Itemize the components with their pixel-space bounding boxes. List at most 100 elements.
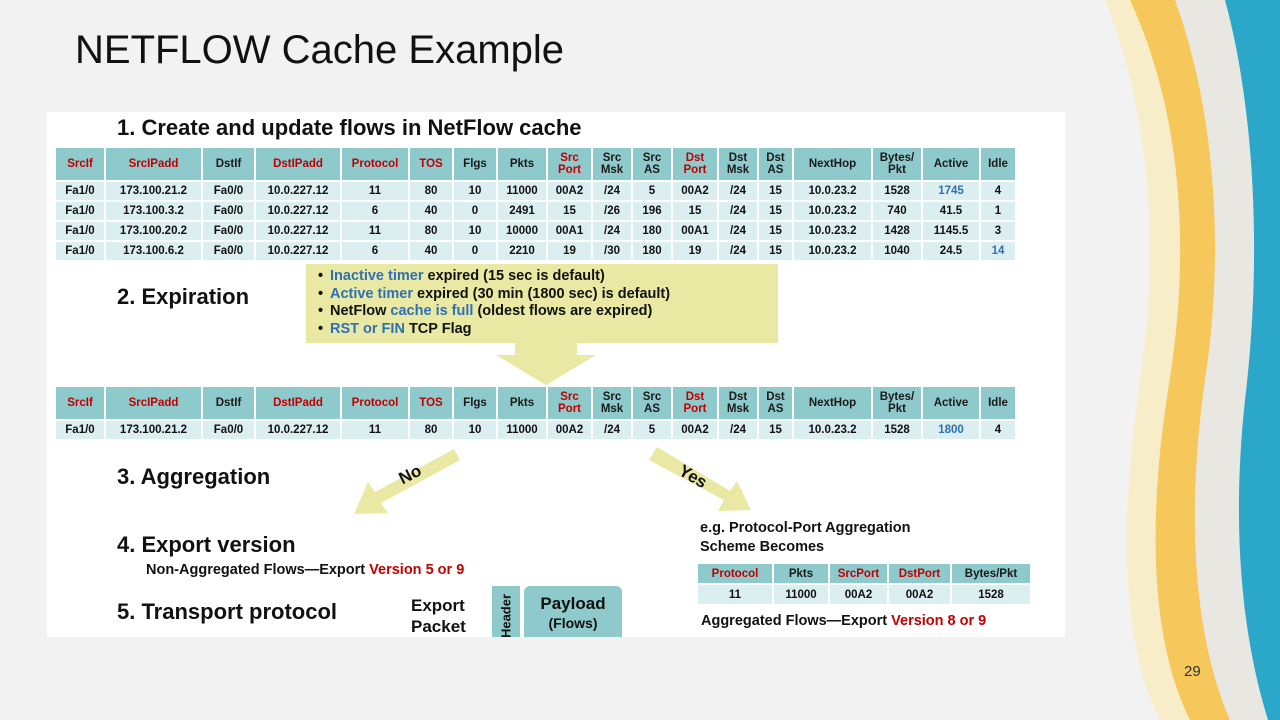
table-cell: 5	[633, 421, 671, 439]
table-cell: 80	[410, 222, 452, 240]
table-cell: 15	[673, 202, 717, 220]
col-header-nexthop: NextHop	[794, 148, 871, 180]
table-cell: 10.0.227.12	[256, 202, 340, 220]
table-cell: 173.100.20.2	[106, 222, 201, 240]
table-cell: 180	[633, 242, 671, 260]
col-header-dstif: DstIf	[203, 387, 254, 419]
table-cell: 1745	[923, 182, 979, 200]
expiration-callout: Inactive timer expired (15 sec is defaul…	[306, 264, 778, 343]
col-header-flgs: Flgs	[454, 148, 496, 180]
col-header-pkts: Pkts	[498, 148, 546, 180]
table-cell: 11	[342, 421, 408, 439]
col-header-active: Active	[923, 387, 979, 419]
table-cell: 15	[759, 182, 792, 200]
aggregation-table: Protocol Pkts SrcPort DstPort Bytes/Pkt …	[696, 562, 1032, 606]
table-cell: 15	[759, 421, 792, 439]
table-cell: 173.100.21.2	[106, 182, 201, 200]
payload-sublabel: (Flows)	[548, 615, 598, 631]
table-cell: 15	[548, 202, 591, 220]
agg-col-dstport: DstPort	[889, 564, 950, 583]
slide-title: NETFLOW Cache Example	[75, 28, 565, 72]
yes-arrow	[649, 447, 751, 511]
table-cell: 740	[873, 202, 921, 220]
non-aggregated-export-line: Non-Aggregated Flows—Export Version 5 or…	[146, 562, 465, 578]
agg-col-srcport: SrcPort	[830, 564, 887, 583]
table-cell: 19	[673, 242, 717, 260]
table-cell: 10000	[498, 222, 546, 240]
expiration-reason-inactive: Inactive timer expired (15 sec is defaul…	[318, 268, 778, 286]
agg-col-protocol: Protocol	[698, 564, 772, 583]
table-cell: 00A1	[548, 222, 591, 240]
export-packet-label: Export Packet	[411, 596, 466, 636]
table-cell: 10.0.227.12	[256, 182, 340, 200]
table-header-row: SrcIf SrcIPadd DstIf DstIPadd Protocol T…	[56, 148, 1015, 180]
table-cell: 40	[410, 202, 452, 220]
table-cell: /24	[593, 182, 631, 200]
col-header-protocol: Protocol	[342, 148, 408, 180]
table-cell: Fa1/0	[56, 421, 104, 439]
step-4-title: 4. Export version	[117, 532, 296, 557]
table-cell: 80	[410, 421, 452, 439]
table-cell: 1145.5	[923, 222, 979, 240]
table-cell: 10.0.227.12	[256, 242, 340, 260]
col-header-bytes-pkt: Bytes/Pkt	[873, 387, 921, 419]
table-cell: 173.100.6.2	[106, 242, 201, 260]
packet-header-label: Header	[498, 593, 514, 637]
expired-flow-table: SrcIf SrcIPadd DstIf DstIPadd Protocol T…	[54, 385, 1017, 441]
agg-col-pkts: Pkts	[774, 564, 828, 583]
table-cell: 3	[981, 222, 1015, 240]
table-cell: /24	[719, 242, 757, 260]
table-cell: 11	[342, 222, 408, 240]
table-cell: 00A2	[673, 182, 717, 200]
col-header-srcif: SrcIf	[56, 148, 104, 180]
table-cell: 0	[454, 242, 496, 260]
expiration-reason-active: Active timer expired (30 min (1800 sec) …	[318, 286, 778, 304]
col-header-tos: TOS	[410, 387, 452, 419]
table-cell: 40	[410, 242, 452, 260]
table-cell: 10.0.227.12	[256, 222, 340, 240]
table-cell: 4	[981, 182, 1015, 200]
table-cell: /26	[593, 202, 631, 220]
table-cell: 196	[633, 202, 671, 220]
agg-col-bytes-pkt: Bytes/Pkt	[952, 564, 1030, 583]
table-cell: 11000	[498, 421, 546, 439]
col-header-nexthop: NextHop	[794, 387, 871, 419]
col-header-dstif: DstIf	[203, 148, 254, 180]
table-cell: 10.0.23.2	[794, 242, 871, 260]
step-5-title: 5. Transport protocol	[117, 599, 338, 624]
step-3-title: 3. Aggregation	[117, 464, 271, 489]
table-cell: 1528	[873, 421, 921, 439]
table-cell: Fa0/0	[203, 222, 254, 240]
table-cell: 15	[759, 202, 792, 220]
table-cell: 00A2	[548, 421, 591, 439]
table-cell: 10.0.23.2	[794, 421, 871, 439]
table-row: 11 11000 00A2 00A2 1528	[698, 585, 1030, 604]
table-cell: 11000	[498, 182, 546, 200]
col-header-srcipadd: SrcIPadd	[106, 148, 201, 180]
table-cell: 2210	[498, 242, 546, 260]
table-cell: 6	[342, 202, 408, 220]
table-header-row: Protocol Pkts SrcPort DstPort Bytes/Pkt	[698, 564, 1030, 583]
packet-header-box: Header	[492, 586, 520, 637]
table-cell: /24	[593, 421, 631, 439]
table-cell: 10	[454, 222, 496, 240]
table-cell: Fa1/0	[56, 242, 104, 260]
table-cell: 00A2	[830, 585, 887, 604]
table-cell: 00A2	[889, 585, 950, 604]
payload-label: Payload	[540, 594, 606, 613]
flow-cache-table: SrcIf SrcIPadd DstIf DstIPadd Protocol T…	[54, 146, 1017, 262]
col-header-idle: Idle	[981, 148, 1015, 180]
table-cell: 1040	[873, 242, 921, 260]
table-cell: 10.0.23.2	[794, 182, 871, 200]
aggregation-scheme-line-1: e.g. Protocol-Port Aggregation	[700, 520, 911, 536]
